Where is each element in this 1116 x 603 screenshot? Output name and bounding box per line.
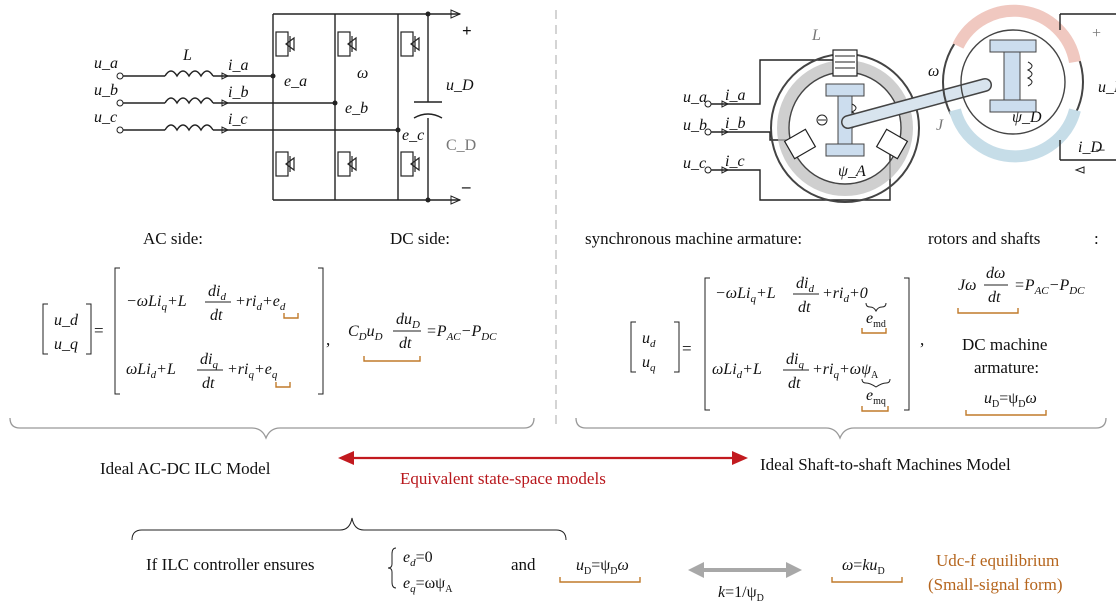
svg-text:,: , [920, 330, 924, 349]
right-minus: – [1095, 139, 1105, 158]
svg-text:ωLid+L: ωLid+L [126, 361, 176, 381]
flux-a-label: ψ_A [838, 163, 866, 180]
svg-text:=: = [94, 321, 104, 340]
svg-text:+rid+ed: +rid+ed [235, 293, 286, 313]
svg-text:ud: ud [642, 330, 656, 350]
svg-text:did: did [796, 275, 814, 295]
dc-voltage-label: u_D [446, 77, 474, 94]
svg-text:eq=ωψA: eq=ωψA [403, 575, 453, 595]
svg-text:=: = [682, 339, 692, 358]
right-dc-voltage: u_D [1098, 79, 1116, 96]
svg-text:dt: dt [210, 307, 223, 324]
right-input-uc: u_c [683, 155, 706, 172]
terminal-b [116, 99, 124, 107]
current-ib: i_b [228, 84, 248, 101]
svg-text:ω=kuD: ω=kuD [842, 557, 885, 577]
emf-ea: e_a [284, 73, 307, 90]
svg-text:=PAC−PDC: =PAC−PDC [426, 323, 497, 343]
right-inductor-label: L [811, 27, 821, 44]
svg-text:emd: emd [866, 310, 886, 330]
svg-text:−ωLiq+L: −ωLiq+L [126, 293, 187, 313]
terminal-c [116, 126, 124, 134]
svg-text:uD=ψDω: uD=ψDω [576, 557, 629, 577]
lhs-uq: u_q [54, 336, 78, 353]
equivalence-arrow [338, 451, 748, 465]
dc-armature-label-2: armature: [974, 358, 1039, 377]
svg-text:dt: dt [788, 375, 801, 392]
current-ia: i_a [228, 57, 248, 74]
input-ua: u_a [94, 55, 118, 72]
svg-text:ωLid+L: ωLid+L [712, 361, 762, 381]
emf-ec: e_c [402, 127, 424, 144]
lhs-ud: u_d [54, 312, 79, 329]
condition-brace [387, 547, 397, 589]
inductor-label: L [182, 47, 192, 64]
svg-text:=PAC−PDC: =PAC−PDC [1014, 277, 1085, 297]
svg-text:+riq+eq: +riq+eq [227, 361, 278, 381]
dc-current-label: i_D [1078, 139, 1102, 156]
right-current-ia: i_a [725, 87, 745, 104]
flux-d-label: ψ_D [1012, 109, 1042, 126]
svg-text:k=1/ψD: k=1/ψD [718, 584, 764, 603]
and-label: and [511, 555, 536, 574]
svg-text:dt: dt [399, 335, 412, 352]
left-brace [9, 417, 535, 440]
svg-text:did: did [208, 283, 226, 303]
svg-text:Jω: Jω [958, 277, 976, 294]
svg-text:CDuD: CDuD [348, 323, 383, 343]
svg-text:dω: dω [986, 265, 1005, 282]
result-line-2: (Small-signal form) [928, 575, 1063, 594]
svg-text:emq: emq [866, 387, 886, 407]
armature-label: synchronous machine armature: [585, 229, 802, 248]
svg-text:−ωLiq+L: −ωLiq+L [715, 285, 776, 305]
svg-text:,: , [326, 330, 330, 349]
right-input-ub: u_b [683, 117, 707, 134]
dc-armature-label-1: DC machine [962, 335, 1047, 354]
omega-label: ω [357, 65, 368, 82]
svg-text:diq: diq [786, 351, 804, 371]
converter-circuit [116, 9, 462, 205]
plus-sign: + [462, 21, 472, 40]
terminal-a [116, 72, 124, 80]
dc-side-label: DC side: [390, 229, 450, 248]
emf-eb: e_b [345, 100, 368, 117]
right-current-ib: i_b [725, 115, 745, 132]
svg-text:+rid+0: +rid+0 [822, 285, 868, 305]
condition-label: If ILC controller ensures [146, 555, 315, 574]
current-ic: i_c [228, 111, 248, 128]
input-uc: u_c [94, 109, 117, 126]
svg-text:uD=ψDω: uD=ψDω [984, 390, 1037, 410]
machines-drawing [704, 4, 1116, 203]
svg-text:duD: duD [396, 311, 420, 331]
svg-text:ed=0: ed=0 [403, 549, 433, 569]
svg-text:+riq+ωψA: +riq+ωψA [812, 361, 879, 381]
right-matrix-equation: ud uq = −ωLiq+L did dt +rid+0 emd ωLid+L… [630, 265, 1085, 416]
right-model-label: Ideal Shaft-to-shaft Machines Model [760, 455, 1011, 474]
capacitor-label: C_D [446, 137, 476, 154]
left-matrix-equation: u_d u_q = −ωLiq+L did dt +rid+ed ωLid+L … [42, 267, 497, 395]
right-brace [575, 417, 1107, 440]
right-plus: + [1092, 25, 1101, 42]
rotors-label: rotors and shafts [928, 229, 1040, 248]
rotors-colon: : [1094, 229, 1099, 248]
minus-sign: – [461, 177, 471, 196]
equivalence-label: Equivalent state-space models [400, 469, 606, 488]
k-arrow [688, 562, 802, 578]
svg-text:dt: dt [988, 289, 1001, 306]
svg-text:diq: diq [200, 351, 218, 371]
right-omega-label: ω [928, 63, 939, 80]
svg-text:dt: dt [202, 375, 215, 392]
right-input-ua: u_a [683, 89, 707, 106]
ac-side-label: AC side: [143, 229, 203, 248]
right-current-ic: i_c [725, 153, 745, 170]
svg-text:uq: uq [642, 354, 656, 374]
bottom-brace [131, 517, 567, 541]
left-model-label: Ideal AC-DC ILC Model [100, 459, 271, 478]
result-line-1: Udc-f equilibrium [936, 551, 1059, 570]
svg-text:dt: dt [798, 299, 811, 316]
inertia-label: J [936, 117, 944, 134]
input-ub: u_b [94, 82, 118, 99]
